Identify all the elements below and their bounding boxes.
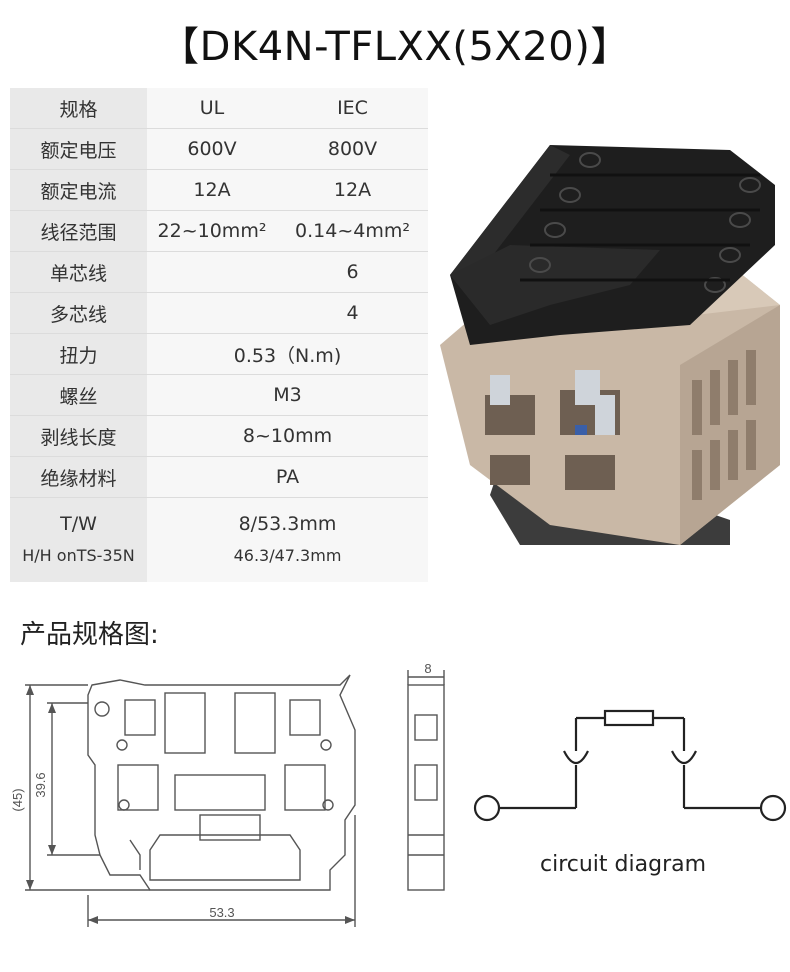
section-title: 产品规格图: [20, 620, 159, 650]
spec-iec-header: IEC [277, 88, 428, 129]
spec-iec-value: 6 [277, 251, 428, 293]
spec-iec-value: 4 [277, 292, 428, 334]
spec-label: 额定电压 [10, 128, 147, 170]
spec-ul-value: 600V [147, 128, 277, 170]
table-row: 剥线长度 8~10mm [10, 415, 428, 457]
spec-label: 线径范围 [10, 210, 147, 252]
spec-iec-value: 800V [277, 128, 428, 170]
table-row: 绝缘材料 PA [10, 456, 428, 498]
table-row: 多芯线 4 [10, 292, 428, 334]
spec-label: 绝缘材料 [10, 456, 147, 498]
spec-label: 额定电流 [10, 169, 147, 211]
width-label: 53.3 [209, 905, 234, 920]
product-photo [440, 145, 780, 545]
table-row: 扭力 0.53（N.m) [10, 333, 428, 375]
spec-label: 单芯线 [10, 251, 147, 293]
table-row: 单芯线 6 [10, 251, 428, 293]
spec-value: PA [147, 456, 428, 498]
table-row: 螺丝 M3 [10, 374, 428, 416]
spec-label: 多芯线 [10, 292, 147, 334]
spec-value: 8/53.3mm 46.3/47.3mm [147, 497, 428, 582]
table-row: 规格 UL IEC [10, 88, 428, 129]
page-title: 【DK4N-TFLXX(5X20)】 [159, 24, 631, 70]
spec-value: 8~10mm [147, 415, 428, 457]
spec-ul-header: UL [147, 88, 277, 129]
spec-label: T/W H/H onTS-35N [10, 497, 147, 582]
table-row: T/W H/H onTS-35N 8/53.3mm 46.3/47.3mm [10, 497, 428, 582]
spec-value-line: 8/53.3mm [238, 513, 337, 535]
spec-ul-value [147, 251, 277, 293]
spec-value-line: 46.3/47.3mm [233, 546, 342, 565]
spec-table: 规格 UL IEC 额定电压 600V 800V 额定电流 12A 12A 线径… [10, 88, 428, 582]
spec-iec-value: 12A [277, 169, 428, 211]
spec-label: 规格 [10, 88, 147, 129]
spec-label: 扭力 [10, 333, 147, 375]
spec-ul-value: 22~10mm² [147, 210, 277, 252]
spec-label: 剥线长度 [10, 415, 147, 457]
spec-label-line: T/W [60, 513, 97, 535]
outer-height-label: (45) [10, 788, 25, 811]
spec-ul-value: 12A [147, 169, 277, 211]
spec-label-line: H/H onTS-35N [22, 546, 135, 565]
table-row: 额定电流 12A 12A [10, 169, 428, 211]
inner-height-label: 39.6 [33, 772, 48, 797]
spec-value: M3 [147, 374, 428, 416]
table-row: 线径范围 22~10mm² 0.14~4mm² [10, 210, 428, 252]
spec-iec-value: 0.14~4mm² [277, 210, 428, 252]
circuit-diagram-label: circuit diagram [540, 852, 707, 877]
dimension-drawing: (45) 39.6 53.3 8 [10, 661, 787, 927]
spec-value: 0.53（N.m) [147, 333, 428, 375]
table-row: 额定电压 600V 800V [10, 128, 428, 170]
spec-ul-value [147, 292, 277, 334]
spec-label: 螺丝 [10, 374, 147, 416]
thickness-label: 8 [424, 661, 431, 676]
